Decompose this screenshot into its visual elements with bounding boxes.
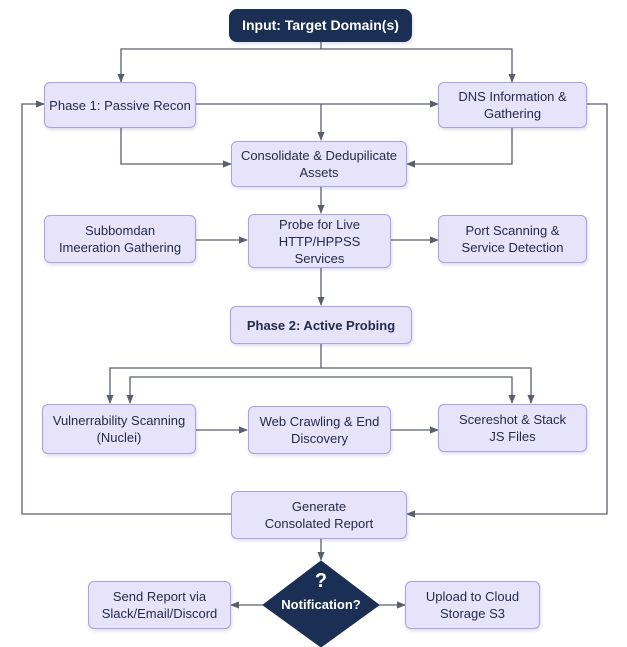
upload-node: Upload to Cloud Storage S3 xyxy=(405,581,540,629)
screenshot-node: Scereshot & Stack JS Files xyxy=(438,404,587,452)
send-node: Send Report via Slack/Email/Discord xyxy=(88,581,231,629)
edge-dns-consolidate xyxy=(406,128,513,168)
crawl-node: Web Crawling & End Discovery xyxy=(248,406,391,454)
edge-input-dns xyxy=(321,48,516,83)
phase2-node: Phase 2: Active Probing xyxy=(230,306,412,344)
edge-phase1-consolidate xyxy=(120,128,232,168)
dns-node: DNS Information & Gathering xyxy=(438,82,587,128)
phase1-node: Phase 1: Passive Recon xyxy=(44,82,196,128)
edge-dns-report-loop xyxy=(406,103,608,518)
decision-label: Notification? xyxy=(281,597,361,612)
decision-diamond xyxy=(262,560,380,647)
input-node: Input: Target Domain(s) xyxy=(229,9,412,42)
edge-report-phase1-loop xyxy=(21,100,231,515)
probe-node: Probe for Live HTTP/HPPSS Services xyxy=(248,214,391,268)
decision-mark: ? xyxy=(314,570,328,592)
report-node: Generate Consolated Report xyxy=(231,491,407,539)
edge-input-phase1 xyxy=(117,42,322,83)
edge-phase2-vuln-b xyxy=(126,376,321,404)
consolidate-node: Consolidate & Dedupilicate Assets xyxy=(231,141,407,187)
port-node: Port Scanning & Service Detection xyxy=(438,215,587,263)
edge-phase2-screenshot xyxy=(321,367,535,404)
subdomain-node: Subbomdan Imeeration Gathering xyxy=(44,215,196,263)
vuln-node: Vulnerrability Scanning (Nuclei) xyxy=(42,404,196,454)
edge-phase2-vuln xyxy=(106,367,321,404)
edge-phase2-screenshot-b xyxy=(321,376,516,404)
